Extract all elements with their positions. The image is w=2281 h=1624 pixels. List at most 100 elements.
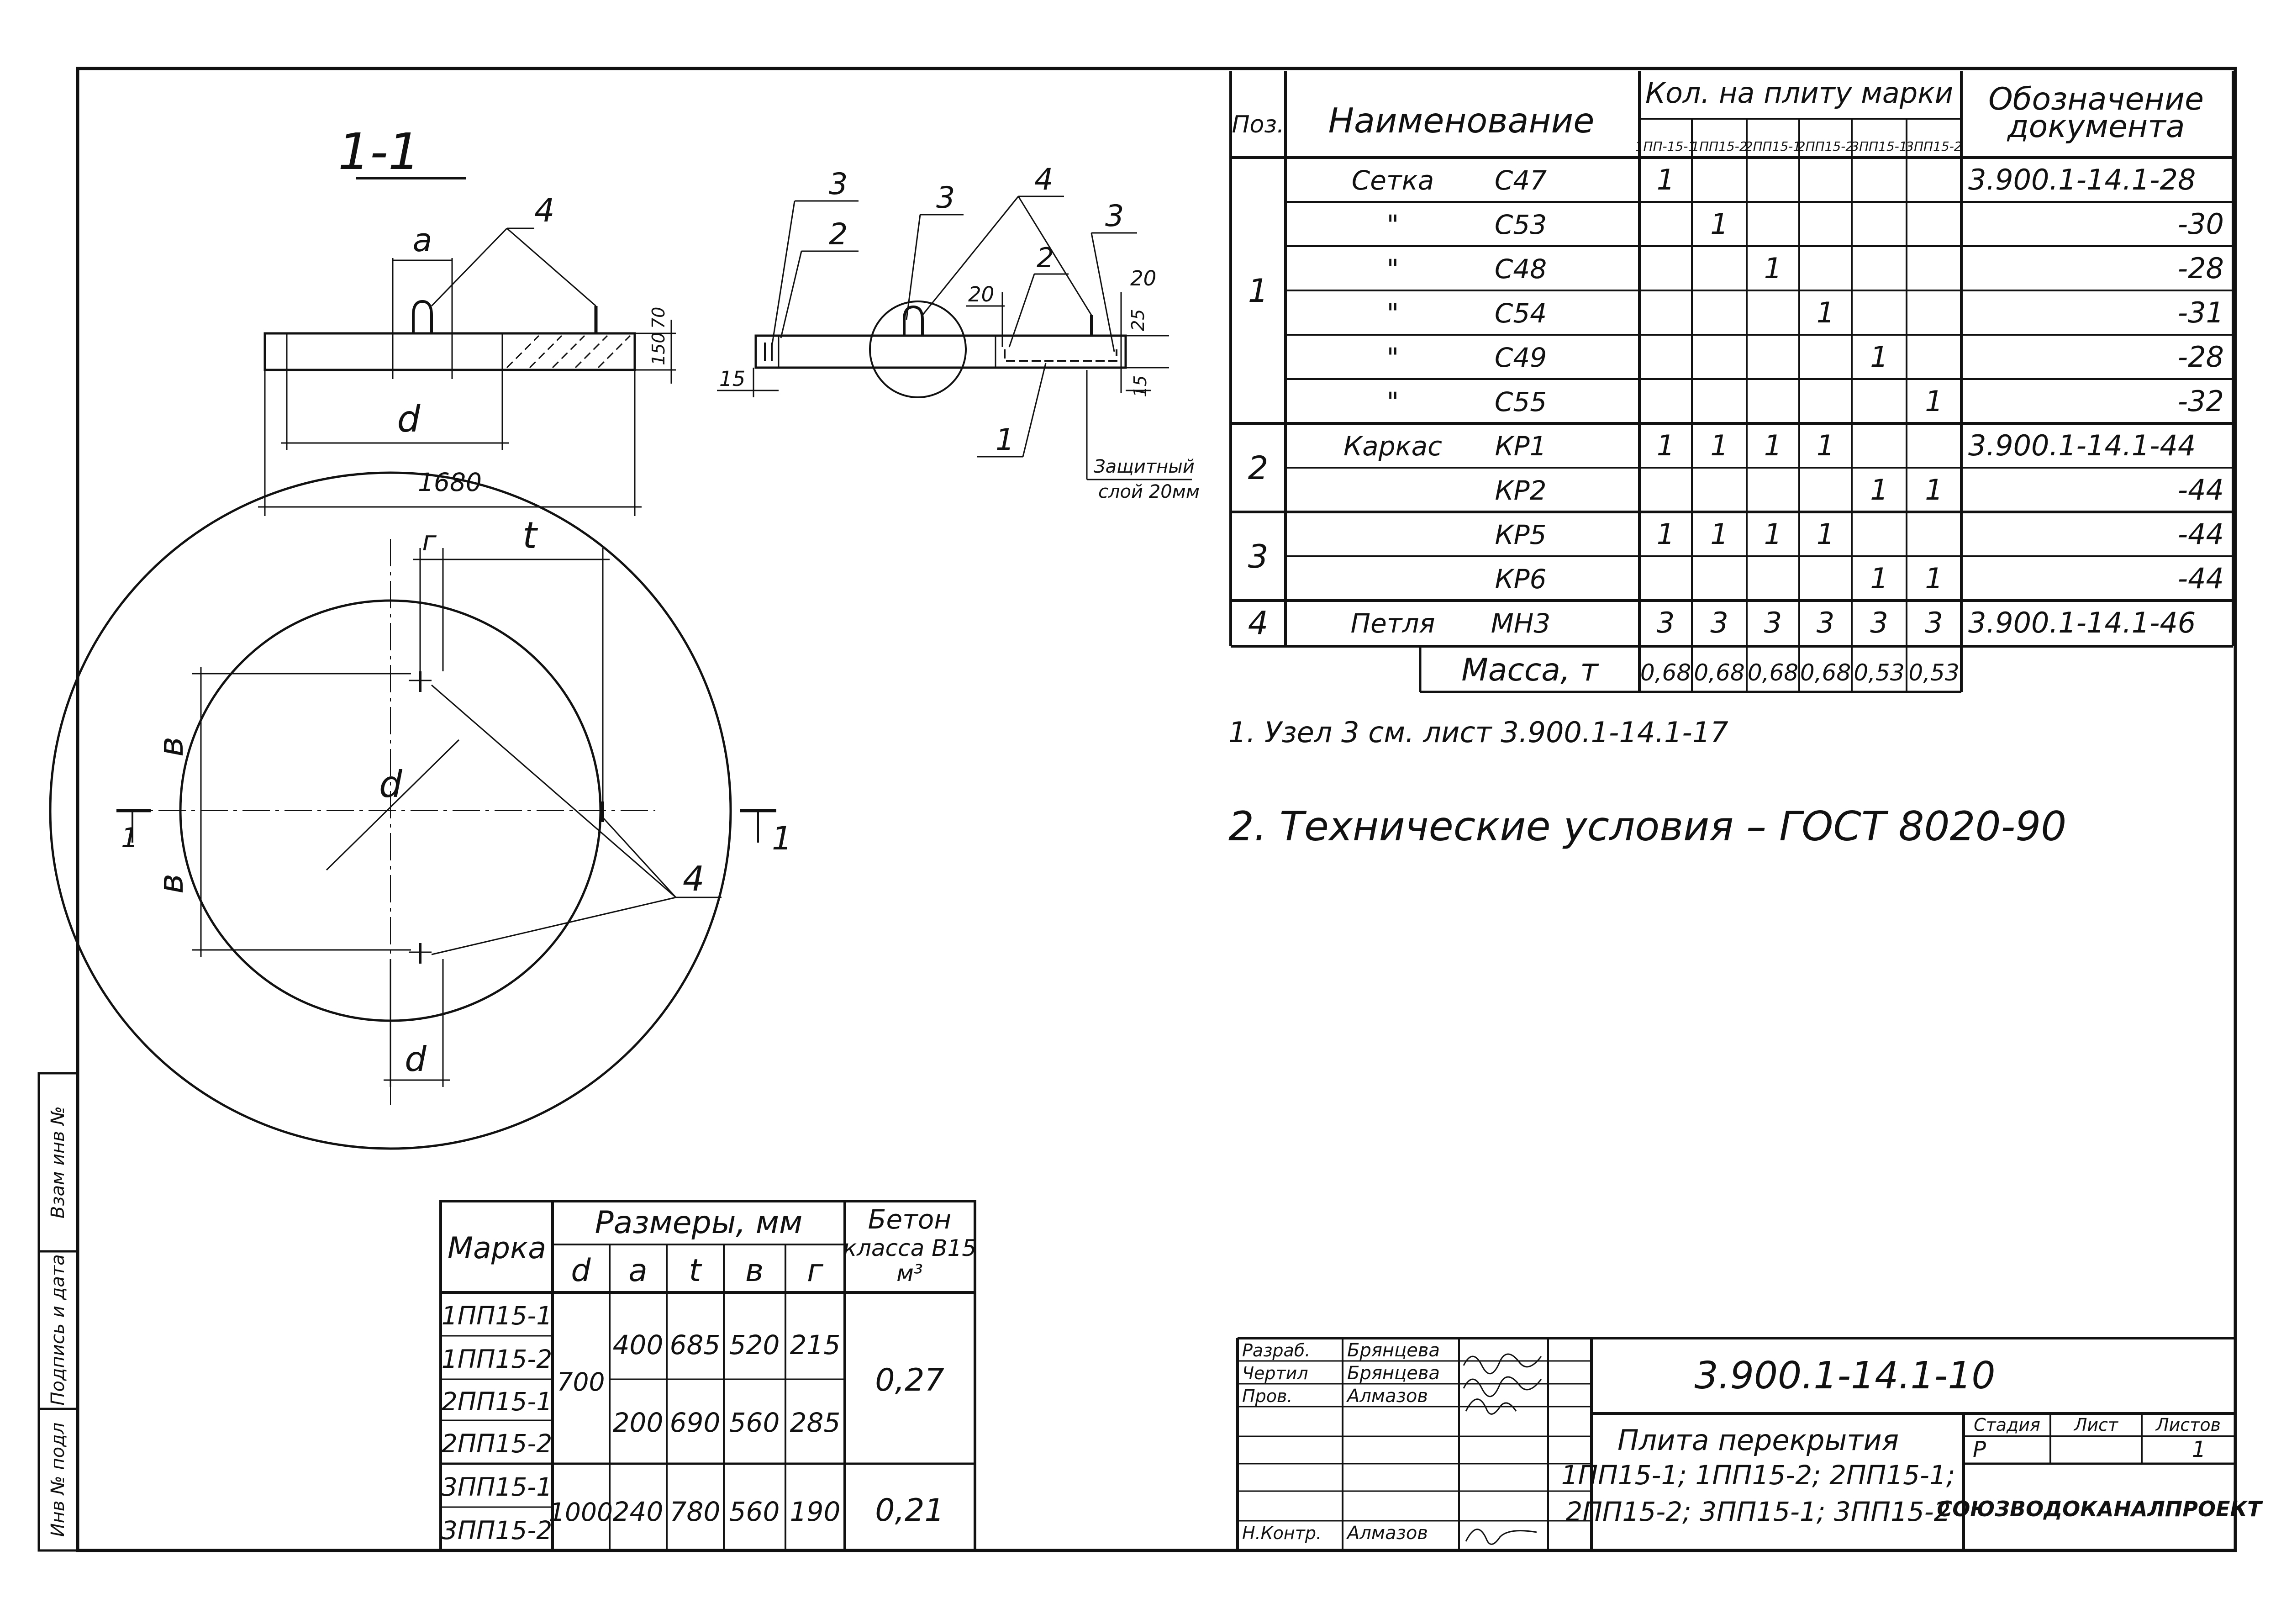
dims-v: 520 (729, 1329, 780, 1360)
spec-header-doc1: Обозначение (1988, 81, 2204, 117)
spec-row-doc: -32 (2178, 385, 2224, 418)
dims-header-concrete3: м³ (896, 1260, 923, 1287)
spec-row-qty: 3 (1710, 606, 1728, 639)
note-2: 2. Технические условия – ГОСТ 8020-90 (1228, 803, 2066, 850)
dims-header-sizes: Размеры, мм (595, 1205, 803, 1241)
title-doc-code: 3.900.1-14.1-10 (1694, 1354, 1995, 1397)
spec-row-qty: 1 (1764, 429, 1782, 462)
node-pos4-mid: 4 (1034, 163, 1053, 197)
spec-row-qty: 1 (1925, 385, 1943, 418)
dims-col-0: d (571, 1253, 591, 1289)
spec-row-qty: 3 (1870, 606, 1888, 639)
dims-g: 190 (790, 1496, 841, 1527)
title-line3: 2ПП15-2; 3ПП15-1; 3ПП15-2 (1565, 1496, 1950, 1527)
spec-row-mark: С48 (1495, 253, 1547, 285)
spec-pos-3: 3 (1248, 538, 1269, 575)
dims-mark: 1ПП15-2 (442, 1345, 553, 1374)
spec-mass-label: Масса, т (1461, 652, 1599, 688)
side-stamp: Взам инв № Подпись и дата Инв № подл (37, 1072, 79, 1552)
dims-header-concrete2: класса В15 (843, 1235, 976, 1261)
title-stage-label: Стадия (1974, 1415, 2040, 1435)
spec-row-mark: С47 (1495, 165, 1547, 196)
spec-header-qty: Кол. на плиту марки (1645, 76, 1953, 110)
plan-leader-4: 4 (683, 859, 705, 899)
spec-mass-value: 0,68 (1694, 659, 1744, 686)
title-name: Алмазов (1346, 1386, 1428, 1407)
dims-header-concrete1: Бетон (868, 1204, 952, 1235)
spec-row-name: " (1387, 253, 1399, 285)
section-dim-150: 150 (648, 332, 669, 365)
node-dim-20-right: 20 (1130, 266, 1156, 290)
node-pos2-left: 2 (829, 217, 848, 252)
dims-col-3: в (745, 1253, 764, 1289)
node-dim-15-left: 15 (719, 367, 745, 391)
dims-a: 200 (613, 1407, 664, 1438)
spec-row-name: " (1387, 386, 1399, 417)
spec-row-qty: 1 (1870, 340, 1888, 374)
dims-v: 560 (729, 1496, 780, 1527)
title-role: Чертил (1242, 1363, 1308, 1383)
spec-row-name: " (1387, 342, 1399, 373)
spec-row-qty: 1 (1870, 473, 1888, 506)
spec-row-mark: С49 (1495, 342, 1547, 373)
plan-dim-d-bottom: d (405, 1039, 427, 1079)
dims-a: 400 (613, 1329, 664, 1360)
side-stamp-field2: Подпись и дата (47, 1254, 68, 1405)
spec-row-doc: 3.900.1-14.1-28 (1968, 163, 2196, 196)
title-role: Разраб. (1242, 1340, 1310, 1360)
signature-1 (1463, 1353, 1542, 1375)
spec-pos-2: 2 (1248, 449, 1269, 487)
dims-header-marka: Марка (448, 1231, 546, 1265)
dims-concrete: 0,21 (875, 1492, 944, 1529)
spec-brand-2: 2ПП15-1 (1745, 139, 1801, 154)
dims-col-2: t (689, 1253, 702, 1289)
spec-row-qty: 3 (1817, 606, 1834, 639)
spec-header-doc2: документа (2007, 109, 2185, 145)
dims-concrete: 0,27 (875, 1362, 944, 1398)
spec-row-doc: -28 (2178, 252, 2224, 285)
spec-row-qty: 1 (1764, 252, 1782, 285)
spec-mass-value: 0,53 (1908, 659, 1959, 686)
spec-row-doc: -31 (2178, 296, 2224, 329)
title-line2: 1ПП15-1; 1ПП15-2; 2ПП15-1; (1561, 1460, 1955, 1491)
title-sheets-label: Листов (2155, 1415, 2221, 1435)
plan-dim-t: t (522, 514, 538, 557)
spec-row-qty: 1 (1925, 562, 1943, 595)
spec-row-qty: 1 (1710, 429, 1728, 462)
spec-row-qty: 3 (1657, 606, 1675, 639)
side-stamp-field3: Взам инв № (47, 1106, 68, 1218)
spec-row-name: Сетка (1352, 165, 1434, 196)
spec-row-qty: 1 (1870, 562, 1888, 595)
node-note-line1: Защитный (1094, 456, 1195, 477)
spec-row-qty: 1 (1817, 517, 1834, 551)
spec-row-doc: -28 (2178, 340, 2224, 374)
sheet-frame (76, 67, 2237, 1552)
spec-pos-4: 4 (1248, 605, 1269, 642)
spec-row-mark: С53 (1495, 209, 1547, 240)
spec-brand-5: 3ПП15-2 (1906, 139, 1962, 154)
note-1: 1. Узел 3 см. лист 3.900.1-14.1-17 (1228, 716, 1728, 749)
node-view: 3 2 3 4 3 2 20 20 25 15 15 1 (717, 163, 1200, 502)
section-dim-a: a (413, 221, 432, 259)
node-pos1: 1 (996, 423, 1014, 457)
spec-row-qty: 1 (1657, 517, 1675, 551)
title-org: СОЮЗВОДОКАНАЛПРОЕКТ (1937, 1497, 2263, 1521)
spec-row-qty: 1 (1817, 429, 1834, 462)
spec-brand-0: 1ПП-15-1 (1635, 139, 1696, 154)
node-dim-20-left: 20 (968, 282, 994, 306)
spec-pos-1: 1 (1248, 272, 1269, 310)
plan-cut-left: 1 (121, 822, 138, 854)
node-note-line2: слой 20мм (1098, 481, 1200, 502)
spec-row-mark: КР2 (1495, 475, 1546, 506)
node-dim-15-right: 15 (1130, 375, 1150, 397)
spec-row-qty: 1 (1764, 517, 1782, 551)
spec-row-name: " (1387, 298, 1399, 329)
spec-row-mark: КР6 (1495, 564, 1546, 595)
node-pos3-mid: 3 (936, 181, 955, 215)
dims-a: 240 (613, 1496, 664, 1527)
spec-brand-3: 2ПП15-2 (1797, 139, 1854, 154)
spec-table: Поз. Наименование Кол. на плиту марки Об… (1229, 71, 2234, 693)
